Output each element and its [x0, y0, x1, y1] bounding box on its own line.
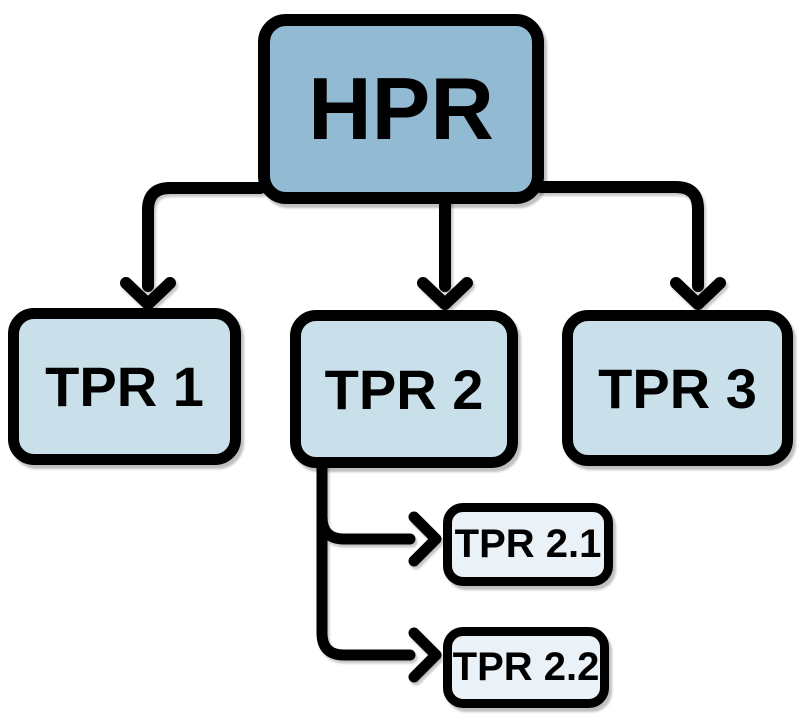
node-tpr-2-1: TPR 2.1	[443, 503, 613, 586]
node-tpr-2-2: TPR 2.2	[443, 627, 609, 708]
node-tpr-1: TPR 1	[8, 308, 241, 465]
node-tpr-3-label: TPR 3	[598, 356, 757, 420]
node-hpr-label: HPR	[308, 59, 494, 158]
node-hpr: HPR	[258, 14, 544, 204]
node-tpr-1-label: TPR 1	[45, 355, 204, 418]
connector-hpr-tpr3	[535, 181, 726, 310]
connector-tpr2-tpr21	[316, 454, 442, 567]
node-tpr-2-label: TPR 2	[324, 357, 484, 421]
node-tpr-3: TPR 3	[562, 310, 793, 466]
node-tpr-2: TPR 2	[290, 310, 518, 468]
connector-tpr2-tpr22	[316, 514, 442, 683]
connector-hpr-tpr1	[120, 182, 266, 310]
node-tpr-2-1-label: TPR 2.1	[454, 522, 602, 566]
node-tpr-2-2-label: TPR 2.2	[452, 645, 600, 689]
connector-hpr-tpr2	[417, 192, 473, 310]
